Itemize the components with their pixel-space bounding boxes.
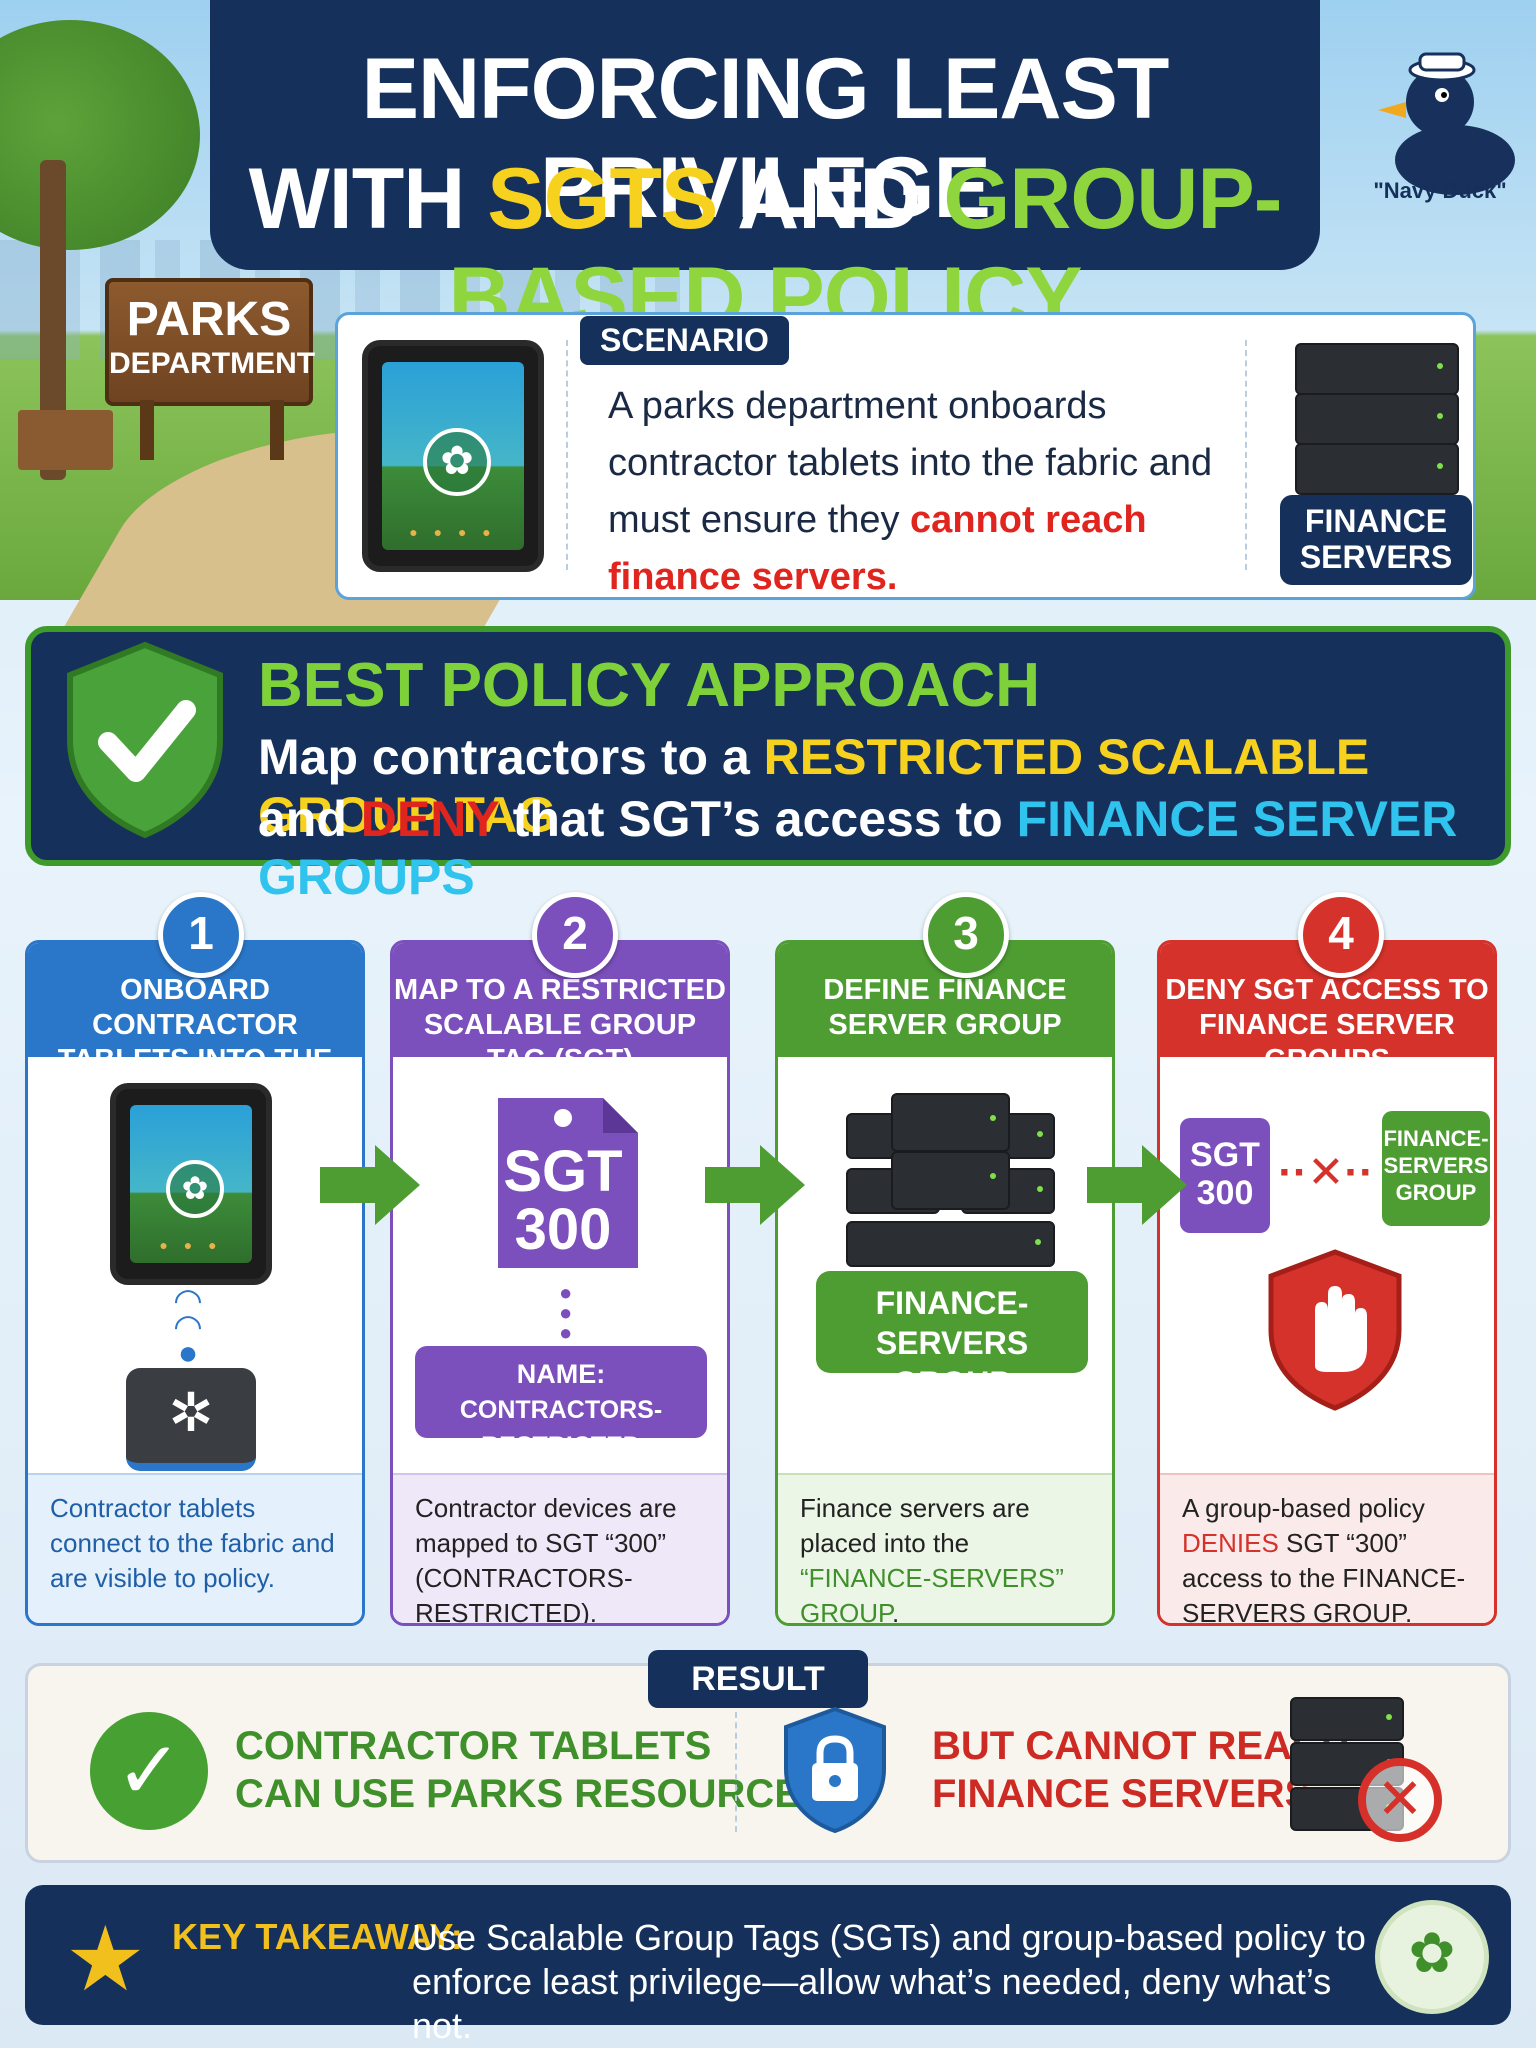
takeaway-text: Use Scalable Group Tags (SGTs) and group… <box>412 1917 1366 2046</box>
step-2-number: 2 <box>532 892 618 978</box>
scenario-text: A parks department onboards contractor t… <box>608 378 1248 606</box>
title-and: AND <box>737 151 921 247</box>
sgt-tag-line-2: 300 <box>514 1197 612 1262</box>
sign-post <box>270 400 284 460</box>
sign-line-1: PARKS <box>126 293 292 346</box>
sign-line-2: DEPARTMENT <box>109 347 316 380</box>
step-2-description: Contractor devices are mapped to SGT “30… <box>393 1473 727 1623</box>
step-4-card: DENY SGT ACCESS TO FINANCE SERVER GROUPS… <box>1157 940 1497 1626</box>
fabric-switch-icon: ✲ <box>126 1368 256 1471</box>
group-line-2: GROUP <box>893 1365 1011 1401</box>
group-small-line-2: SERVERS <box>1383 1153 1489 1178</box>
server-rack-icon <box>1295 343 1459 495</box>
best-line-2: and DENY that SGT’s access to FINANCE SE… <box>258 790 1536 906</box>
result-tag: RESULT <box>648 1650 868 1708</box>
scenario-tag: SCENARIO <box>580 316 789 365</box>
step-4-number: 4 <box>1298 892 1384 978</box>
tree-icon <box>0 20 200 250</box>
connector-dots: ●●● <box>559 1280 573 1345</box>
sgt-name-line-2: CONTRACTORS-RESTRICTED <box>459 1396 663 1460</box>
result-denied-text: BUT CANNOT REACH FINANCE SERVERS <box>932 1722 1350 1818</box>
step-1-number: 1 <box>158 892 244 978</box>
wifi-icon: ◠◠● <box>173 1282 203 1372</box>
sgt-small-line-2: 300 <box>1196 1174 1254 1212</box>
step-1-description: Contractor tablets connect to the fabric… <box>28 1473 362 1623</box>
step-4-desc-end: SGT “300” access to the FINANCE-SERVERS … <box>1182 1528 1466 1626</box>
sailor-duck-icon <box>1378 52 1515 195</box>
blocked-connection-icon: ··✕·· <box>1278 1148 1374 1197</box>
star-icon: ★ <box>65 1910 146 2010</box>
bench-icon <box>18 410 113 470</box>
finance-servers-group-small: FINANCE- SERVERS GROUP <box>1382 1111 1490 1226</box>
best-line-1: Map contractors to a RESTRICTED SCALABLE… <box>258 728 1536 844</box>
title-with: WITH <box>248 151 466 247</box>
best-l1-highlight: RESTRICTED SCALABLE GROUP TAG <box>258 729 1370 843</box>
lock-shield-icon <box>784 1706 886 1834</box>
best-policy-banner <box>25 626 1511 866</box>
takeaway-label: KEY TAKEAWAY: <box>172 1916 463 1957</box>
step-4-desc-text: A group-based policy <box>1182 1493 1425 1523</box>
sign-post <box>140 400 154 460</box>
sgt-small-line-1: SGT <box>1190 1136 1260 1174</box>
divider <box>1245 340 1247 570</box>
sgt-tag-label: SGT 300 <box>488 1143 638 1259</box>
shield-check-icon <box>67 641 223 839</box>
best-l2-highlight: FINANCE SERVER GROUPS <box>258 791 1458 905</box>
sgt-name-pill: NAME: CONTRACTORS-RESTRICTED <box>415 1346 707 1460</box>
result-allowed-text: CONTRACTOR TABLETS CAN USE PARKS RESOURC… <box>235 1722 828 1818</box>
arrow-right-icon <box>705 1145 805 1225</box>
group-small-line-3: GROUP <box>1395 1180 1477 1205</box>
finance-servers-group-pill: FINANCE-SERVERS GROUP <box>816 1271 1088 1401</box>
step-2-card: MAP TO A RESTRICTED SCALABLE GROUP TAG (… <box>390 940 730 1626</box>
sgt-name-line-1: NAME: <box>516 1359 606 1389</box>
step-1-card: ONBOARD CONTRACTOR TABLETS INTO THE FABR… <box>25 940 365 1626</box>
step-4-description: A group-based policy DENIES SGT “300” ac… <box>1160 1473 1494 1623</box>
arrow-right-icon <box>320 1145 420 1225</box>
step-3-description: Finance servers are placed into the “FIN… <box>778 1473 1112 1623</box>
result-ok-line-2: CAN USE PARKS RESOURCES <box>235 1772 828 1816</box>
tablet-icon: ✿● ● ● <box>110 1083 272 1285</box>
result-deny-line-2: FINANCE SERVERS <box>932 1772 1312 1816</box>
checkmark-icon: ✓ <box>90 1712 208 1830</box>
step-3-desc-text: Finance servers are placed into the <box>800 1493 1030 1558</box>
scenario-text-highlight: cannot reach finance servers. <box>608 499 1147 598</box>
leaf-icon: ✿ <box>1375 1900 1489 2014</box>
best-heading: BEST POLICY APPROACH <box>258 651 1040 720</box>
divider <box>566 340 568 570</box>
step-3-card: DEFINE FINANCE SERVER GROUP FINANCE-SERV… <box>775 940 1115 1626</box>
sgt-tag-icon <box>498 1098 638 1268</box>
title-sgts: SGTS <box>487 151 718 247</box>
best-l2-text-2: that SGT’s access to <box>498 791 1017 847</box>
arrow-right-icon <box>1087 1145 1187 1225</box>
sgt-tag-small: SGT 300 <box>1180 1118 1270 1233</box>
group-line-1: FINANCE-SERVERS <box>875 1285 1029 1361</box>
blocked-icon: ✕ <box>1358 1758 1442 1842</box>
step-4-desc-denies: DENIES <box>1182 1528 1279 1558</box>
title-line-1: ENFORCING LEAST PRIVILEGE <box>361 41 1170 236</box>
key-takeaway-banner <box>25 1885 1511 2025</box>
server-rack-icon <box>846 1093 1055 1267</box>
best-l2-deny: DENY <box>360 791 499 847</box>
divider <box>735 1712 737 1832</box>
step-4-header: DENY SGT ACCESS TO FINANCE SERVER GROUPS <box>1160 943 1494 1076</box>
best-l2-text: and <box>258 791 361 847</box>
title-banner: ENFORCING LEAST PRIVILEGE WITH SGTS AND … <box>210 0 1320 346</box>
result-deny-line-1: BUT CANNOT REACH <box>932 1724 1350 1768</box>
scenario-text-main: A parks department onboards contractor t… <box>608 385 1213 541</box>
parks-sign: PARKS DEPARTMENT <box>105 278 316 406</box>
group-small-line-1: FINANCE- <box>1383 1126 1489 1151</box>
result-ok-line-1: CONTRACTOR TABLETS <box>235 1724 712 1768</box>
step-3-number: 3 <box>923 892 1009 978</box>
sgt-tag-line-1: SGT <box>503 1139 623 1204</box>
title-line-2: WITH SGTS AND GROUP-BASED POLICY <box>210 150 1320 348</box>
step-3-desc-end: . <box>892 1598 900 1626</box>
stop-hand-shield-icon <box>1268 1249 1402 1411</box>
best-l1-text: Map contractors to a <box>258 729 764 785</box>
finance-servers-label: FINANCE SERVERS <box>1280 495 1472 585</box>
mascot-label: "Navy Duck" <box>1373 178 1507 203</box>
tablet-icon: ✿● ● ● ● <box>362 340 544 572</box>
step-3-desc-highlight: “FINANCE-SERVERS” GROUP <box>800 1563 1064 1626</box>
